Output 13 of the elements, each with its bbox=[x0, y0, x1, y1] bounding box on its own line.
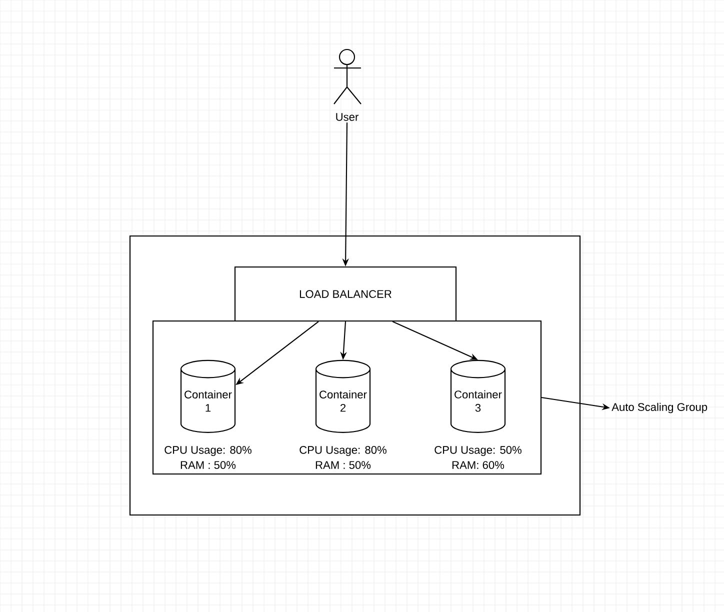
cylinder: Container 3 bbox=[450, 360, 506, 433]
actor-figure: User bbox=[333, 48, 362, 121]
usage-text: CPU Usage: 80% bbox=[164, 446, 252, 456]
cylinder: Container 2 bbox=[315, 360, 371, 433]
process-box: LOAD BALANCER bbox=[234, 266, 457, 322]
text-label: Auto Scaling Group bbox=[612, 402, 708, 414]
usage-text: RAM : 50% bbox=[180, 461, 236, 469]
usage-text: CPU Usage: 50% bbox=[434, 446, 522, 456]
usage-text: RAM: 60% bbox=[452, 461, 504, 469]
node-label: User bbox=[336, 113, 358, 121]
cylinder: Container 1 bbox=[180, 360, 236, 433]
usage-text: CPU Usage: 80% bbox=[300, 446, 386, 456]
usage-text: RAM : 50% bbox=[316, 461, 371, 469]
